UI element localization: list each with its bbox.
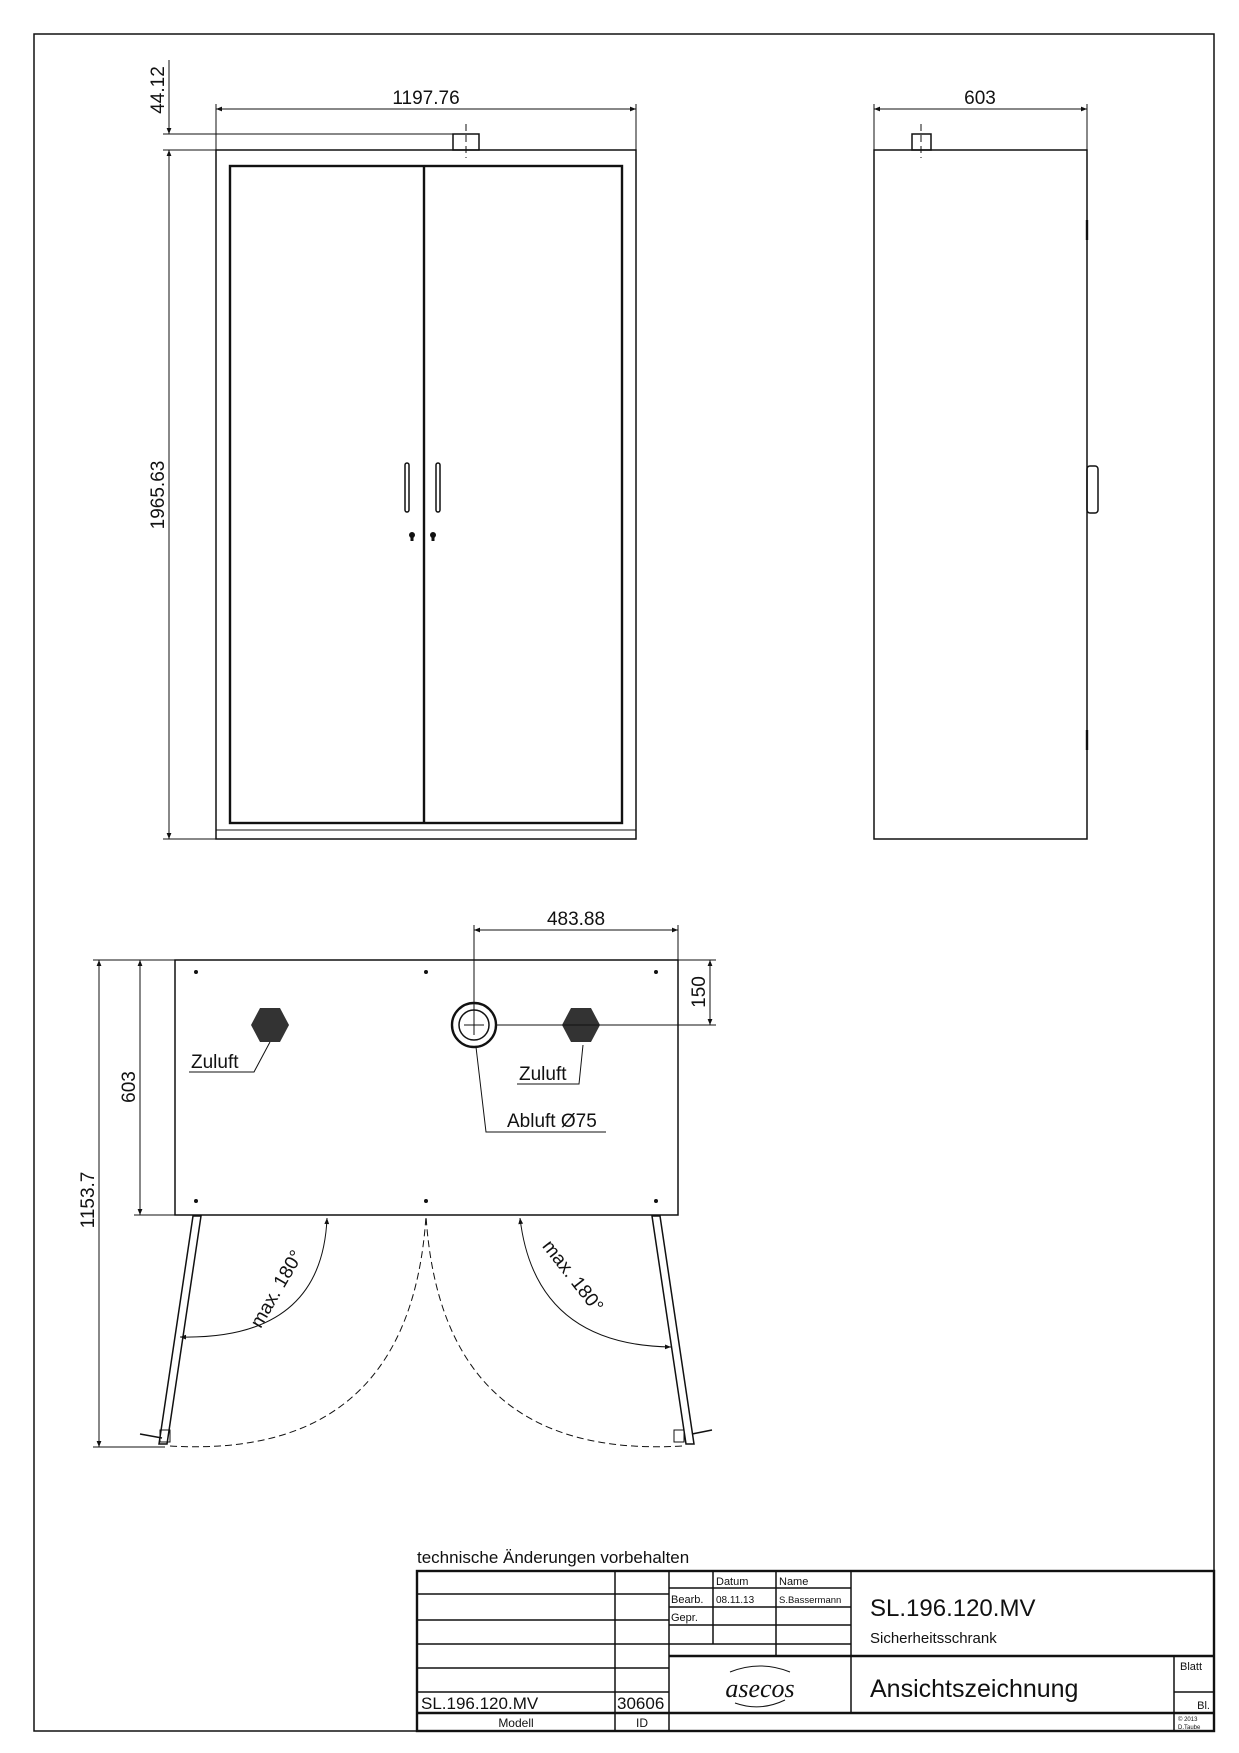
copyright-2: D.Taube: [1178, 1725, 1201, 1731]
side-view: 603: [873, 88, 1099, 840]
drawing-number: SL.196.120.MV: [870, 1595, 1035, 1622]
vent-offset-dimension: 483.88: [547, 909, 605, 930]
model-label: Modell: [498, 1716, 533, 1730]
title-block: technische Änderungen vorbehalten Datum …: [415, 1548, 1216, 1733]
exhaust-label: Abluft Ø75: [507, 1111, 597, 1132]
width-dimension: 1197.76: [392, 88, 459, 109]
handle-left: [404, 462, 410, 513]
svg-text:asecos: asecos: [725, 1674, 794, 1703]
row-bearb: Bearb.: [671, 1594, 703, 1606]
side-handle: [1086, 465, 1099, 514]
bl-label: Bl.: [1197, 1700, 1210, 1712]
drawing-title: Ansichtszeichnung: [870, 1675, 1078, 1703]
vent-depth-dimension: 150: [689, 976, 710, 1008]
col-datum: Datum: [716, 1576, 748, 1588]
door-swing-right: [425, 1215, 683, 1448]
front-view: 1197.76 44.12 1965.63: [148, 60, 637, 840]
top-vent-dimension: 44.12: [148, 66, 169, 114]
id-label: ID: [636, 1716, 648, 1730]
supply-vent-left: [251, 1008, 289, 1042]
total-depth-dimension: 1153.7: [78, 1172, 99, 1229]
id-value: 30606: [617, 1694, 664, 1713]
door-swing-left: [169, 1215, 427, 1448]
bearb-date: 08.11.13: [716, 1595, 755, 1606]
changes-note: technische Änderungen vorbehalten: [417, 1548, 689, 1567]
angle-label-right: max. 180°: [538, 1236, 607, 1317]
product-type: Sicherheitsschrank: [870, 1630, 997, 1647]
height-dimension: 1965.63: [148, 461, 169, 530]
copyright-1: © 2013: [1178, 1716, 1198, 1723]
blatt-label: Blatt: [1180, 1661, 1202, 1673]
col-name: Name: [779, 1576, 808, 1588]
door-right-open: [651, 1215, 695, 1445]
lock-icon: [430, 532, 436, 541]
supply-label-left: Zuluft: [191, 1052, 239, 1073]
door-left-open: [158, 1215, 202, 1445]
row-gepr: Gepr.: [671, 1612, 698, 1624]
lock-icon: [409, 532, 415, 541]
angle-label-left: max. 180°: [247, 1247, 308, 1332]
plan-view: Zuluft Zuluft Abluft Ø75 483.88 150 603 …: [78, 909, 716, 1448]
model-value: SL.196.120.MV: [421, 1694, 539, 1713]
cabinet-side: [873, 149, 1088, 840]
depth-dimension: 603: [964, 88, 996, 109]
plan-depth-dimension: 603: [119, 1071, 140, 1103]
bearb-name: S.Bassermann: [779, 1595, 841, 1606]
sheet-frame: [33, 33, 1215, 1732]
cabinet-body: [215, 149, 637, 840]
handle-right: [435, 462, 441, 513]
asecos-logo: asecos: [725, 1665, 795, 1708]
door-panel: [228, 164, 624, 825]
supply-label-right: Zuluft: [519, 1064, 567, 1085]
cabinet-top: [174, 959, 679, 1216]
